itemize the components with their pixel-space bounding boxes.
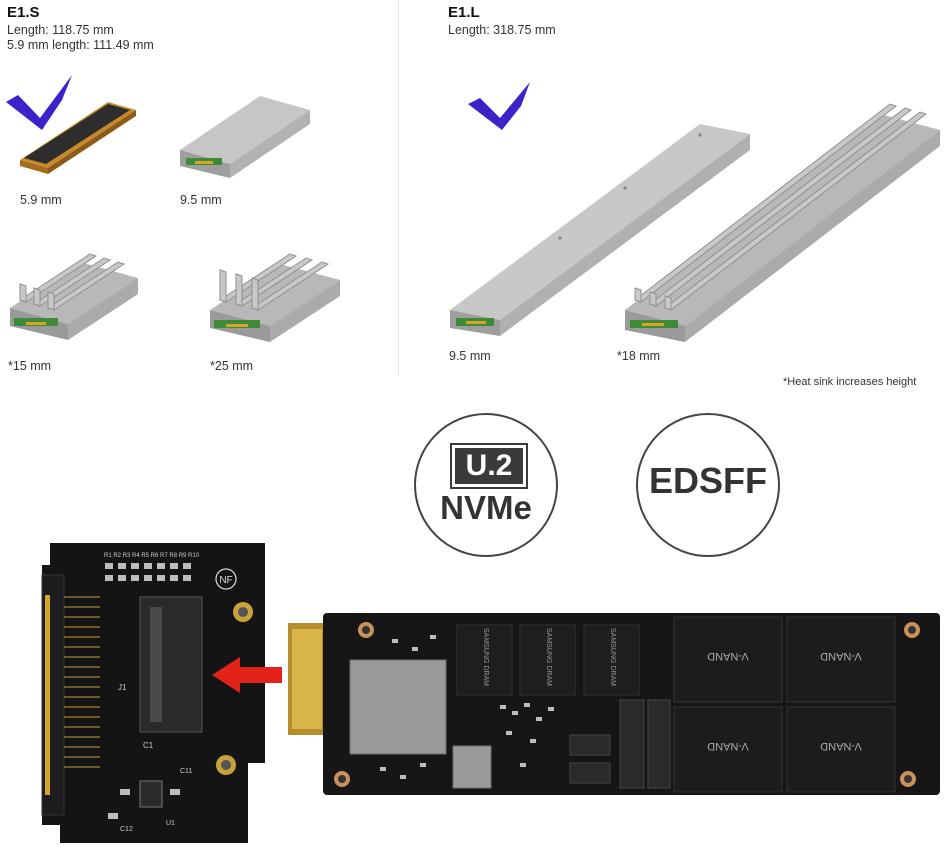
e1s-title: E1.S (7, 4, 40, 21)
silk-nf: NF (219, 575, 232, 586)
e1s-variant-label: *25 mm (210, 359, 254, 373)
heat-sink-footnote: *Heat sink increases height (783, 376, 917, 388)
nvme-label: NVMe (440, 489, 532, 526)
nand-label: V-NAND (820, 650, 862, 662)
e1l-length: Length: 318.75 mm (448, 23, 556, 37)
edsff-ssd-board (288, 613, 940, 795)
e1l-variant-label: 9.5 mm (449, 349, 491, 363)
edsff-badge: EDSFF (636, 413, 780, 557)
adapter-and-ssd-photo: NF J1 C1 C11 C12 U1 R1 R2 R3 R4 R5 R6 R7… (41, 543, 940, 843)
dram-label: SAMSUNG DRAM (482, 628, 489, 686)
e1s-variant-label: 9.5 mm (180, 193, 222, 207)
silk-u1: U1 (166, 820, 175, 827)
e1l-18mm-drive (625, 103, 940, 342)
silk-c11: C11 (180, 768, 192, 775)
e1l-title: E1.L (448, 4, 480, 21)
nand-label: V-NAND (707, 650, 749, 662)
silk-c1: C1 (143, 741, 154, 750)
nand-label: V-NAND (707, 740, 749, 752)
panel-divider (398, 0, 399, 375)
dram-label: SAMSUNG DRAM (609, 628, 616, 686)
form-factor-illustrations (6, 75, 940, 342)
e1s-variant-label: 5.9 mm (20, 193, 62, 207)
u2-label: U.2 (450, 443, 528, 489)
e1s-9-5mm-drive (180, 96, 310, 178)
e1s-15mm-drive (10, 253, 138, 340)
silk-resistors: R1 R2 R3 R4 R5 R6 R7 R8 R9 R10 (104, 553, 200, 559)
checkmark-icon (6, 75, 72, 130)
insert-arrow-icon (212, 657, 282, 693)
checkmark-icon (468, 82, 530, 130)
silk-j1: J1 (118, 683, 127, 692)
silk-c12: C12 (120, 826, 133, 833)
adapter-board (41, 543, 265, 843)
e1s-variant-label: *15 mm (8, 359, 52, 373)
u2-nvme-badge: U.2 NVMe (414, 413, 558, 557)
e1s-5-9mm-drive (20, 102, 136, 174)
e1s-25mm-drive (210, 253, 340, 342)
e1l-variant-label: *18 mm (617, 349, 661, 363)
dram-label: SAMSUNG DRAM (545, 628, 552, 686)
e1s-length-5-9: 5.9 mm length: 111.49 mm (7, 38, 154, 52)
e1l-9-5mm-drive (450, 124, 750, 336)
edsff-label: EDSFF (648, 460, 767, 501)
nand-label: V-NAND (820, 740, 862, 752)
e1s-length: Length: 118.75 mm (7, 23, 114, 37)
